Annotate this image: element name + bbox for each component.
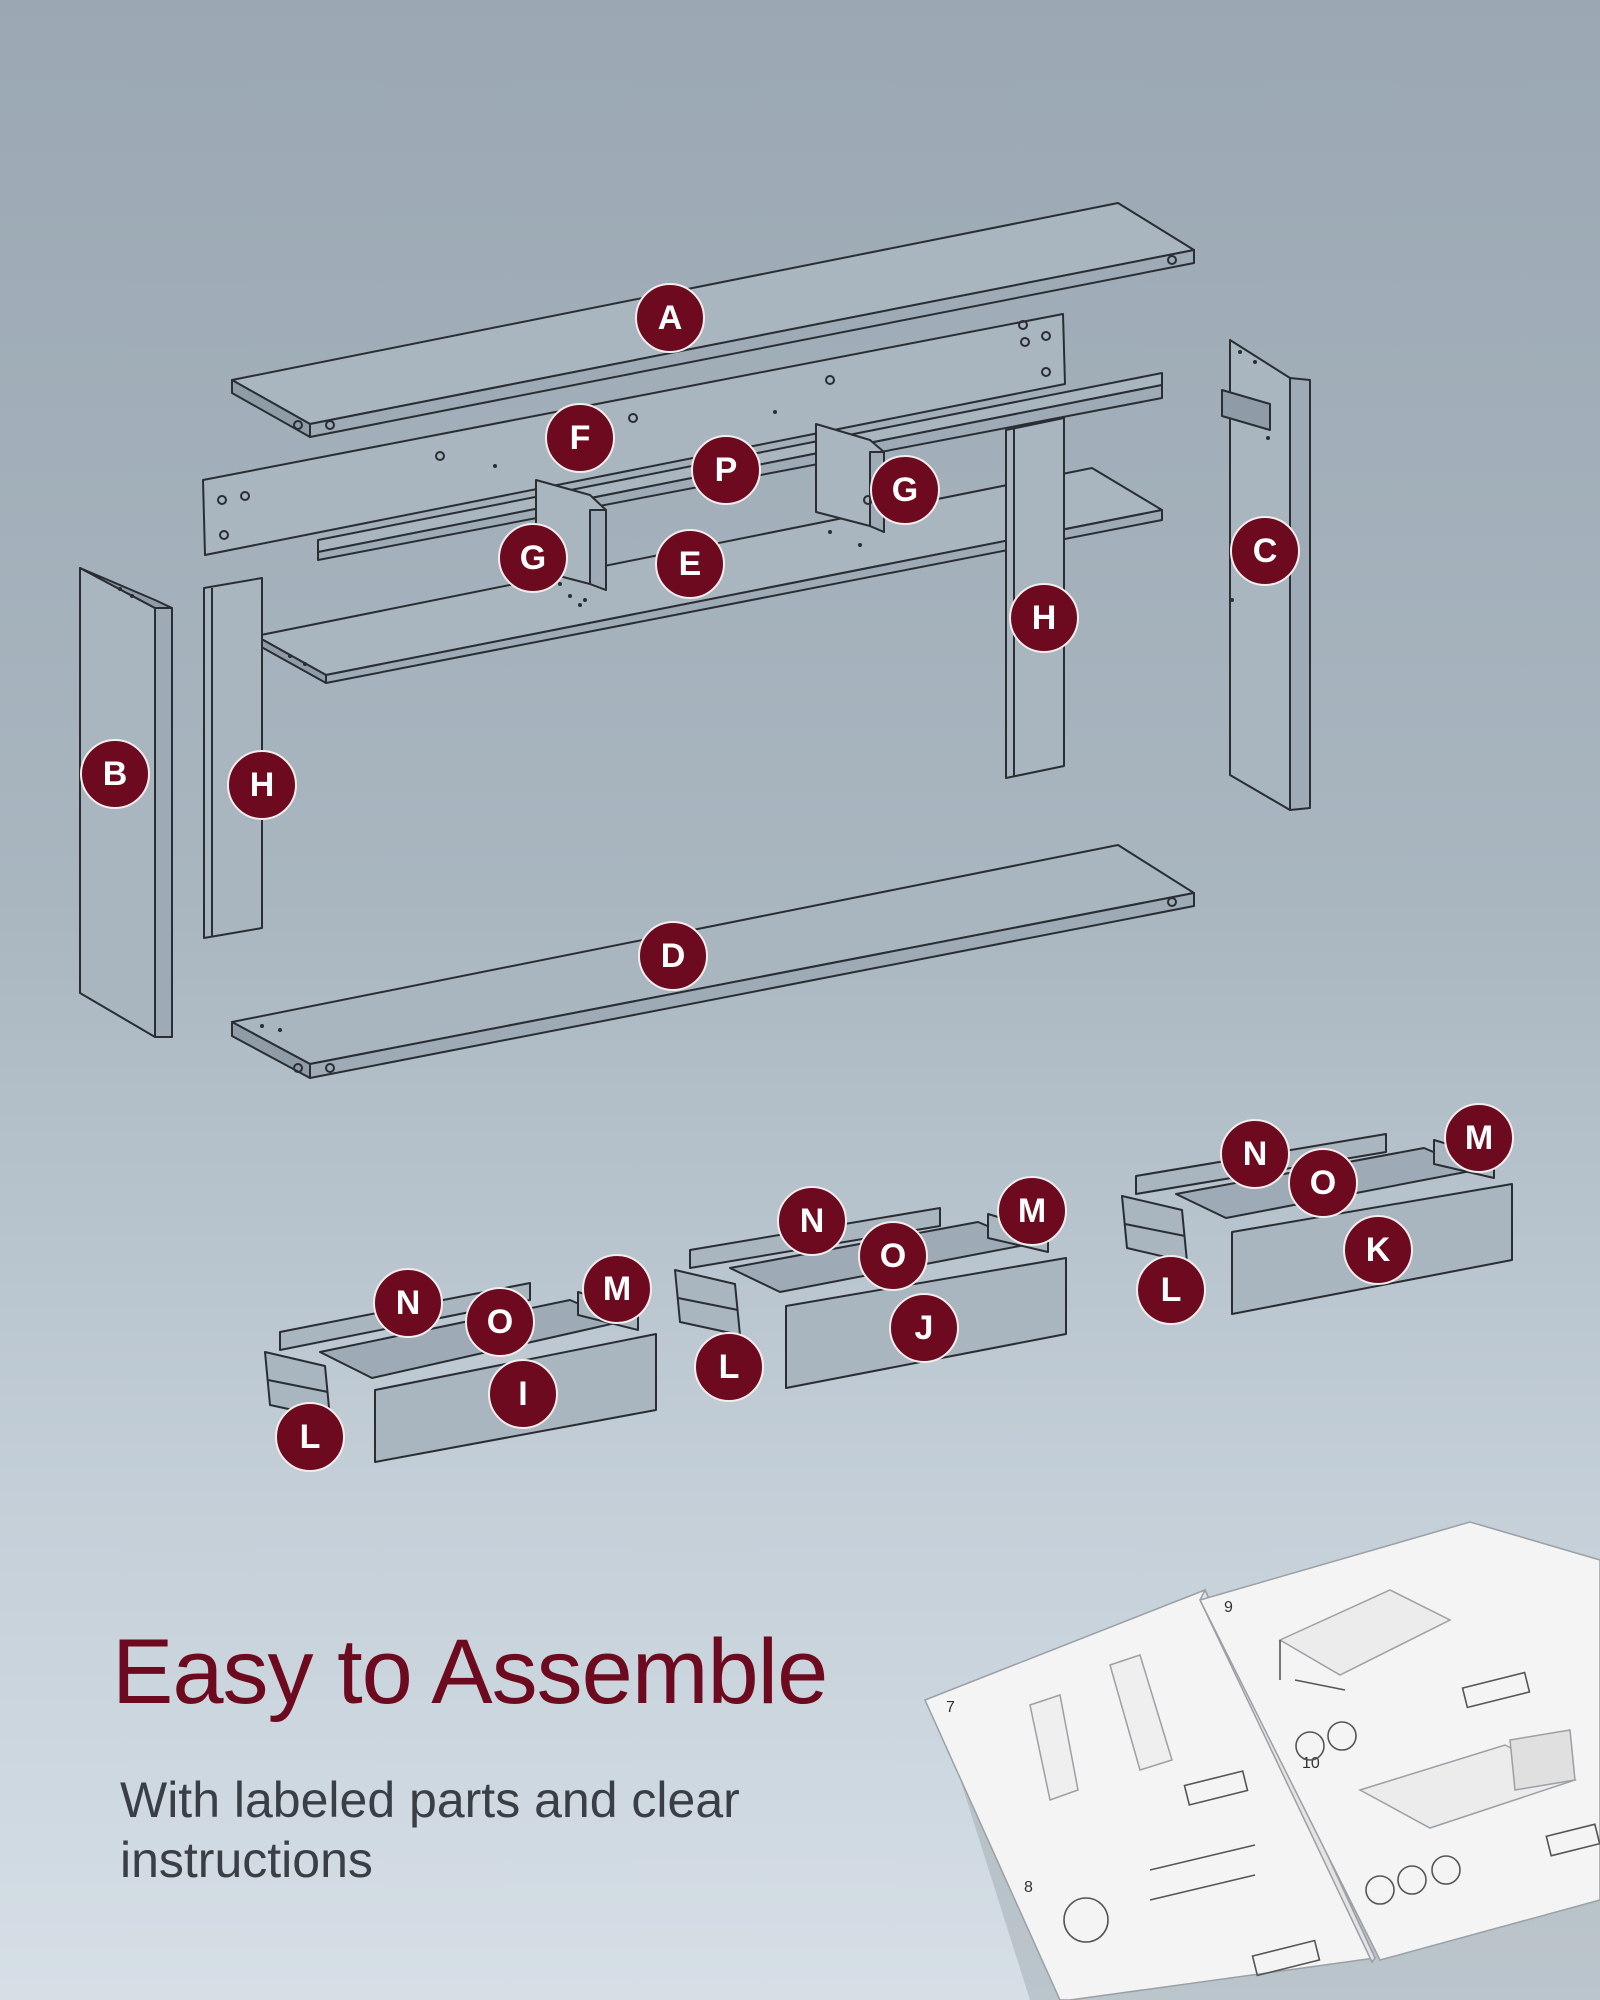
label-h-left: H [227, 750, 297, 820]
headline: Easy to Assemble [112, 1621, 828, 1723]
svg-text:N: N [396, 1284, 421, 1322]
label-m-j: M [997, 1176, 1067, 1246]
svg-text:N: N [1243, 1135, 1268, 1173]
svg-text:G: G [892, 471, 918, 509]
label-d: D [638, 921, 708, 991]
panel-h-left [203, 577, 263, 939]
svg-text:B: B [103, 755, 128, 793]
svg-text:C: C [1253, 532, 1278, 570]
svg-text:7: 7 [946, 1699, 955, 1716]
booklet-right-page: 9 10 [1198, 1521, 1600, 1961]
svg-text:L: L [300, 1418, 321, 1456]
label-f: F [545, 403, 615, 473]
svg-text:O: O [1310, 1164, 1336, 1202]
label-m-i: M [582, 1254, 652, 1324]
svg-text:M: M [1018, 1192, 1046, 1230]
subheadline: With labeled parts and clear instruction… [120, 1772, 740, 1888]
svg-text:E: E [679, 545, 702, 583]
svg-text:M: M [603, 1270, 631, 1308]
svg-text:N: N [800, 1202, 825, 1240]
svg-text:I: I [518, 1375, 527, 1413]
label-o-j: O [858, 1221, 928, 1291]
label-o-i: O [465, 1287, 535, 1357]
label-k: K [1343, 1215, 1413, 1285]
svg-text:L: L [719, 1348, 740, 1386]
label-j: J [889, 1293, 959, 1363]
label-m-k: M [1444, 1103, 1514, 1173]
label-a: A [635, 283, 705, 353]
label-n-i: N [373, 1268, 443, 1338]
svg-text:D: D [661, 937, 686, 975]
label-g-right: G [870, 455, 940, 525]
svg-text:L: L [1161, 1271, 1182, 1309]
svg-text:F: F [570, 419, 591, 457]
label-c: C [1230, 516, 1300, 586]
panel-d [231, 844, 1195, 1079]
label-o-k: O [1288, 1148, 1358, 1218]
svg-text:K: K [1366, 1231, 1391, 1269]
label-n-k: N [1220, 1119, 1290, 1189]
svg-text:9: 9 [1224, 1599, 1233, 1616]
label-n-j: N [777, 1186, 847, 1256]
label-e: E [655, 529, 725, 599]
label-p: P [691, 435, 761, 505]
svg-text:H: H [250, 766, 275, 804]
svg-text:G: G [520, 539, 546, 577]
label-l-i: L [275, 1402, 345, 1472]
label-g-left: G [498, 523, 568, 593]
svg-text:O: O [880, 1237, 906, 1275]
svg-text:P: P [715, 451, 738, 489]
panel-a [231, 202, 1195, 438]
svg-text:J: J [915, 1309, 934, 1347]
svg-text:8: 8 [1024, 1879, 1033, 1896]
label-h-right: H [1009, 583, 1079, 653]
label-i: I [488, 1359, 558, 1429]
label-l-k: L [1136, 1255, 1206, 1325]
label-b: B [80, 739, 150, 809]
panel-f [202, 313, 1066, 556]
label-l-j: L [694, 1332, 764, 1402]
svg-text:O: O [487, 1303, 513, 1341]
svg-text:A: A [658, 299, 683, 337]
svg-text:M: M [1465, 1119, 1493, 1157]
svg-text:H: H [1032, 599, 1057, 637]
